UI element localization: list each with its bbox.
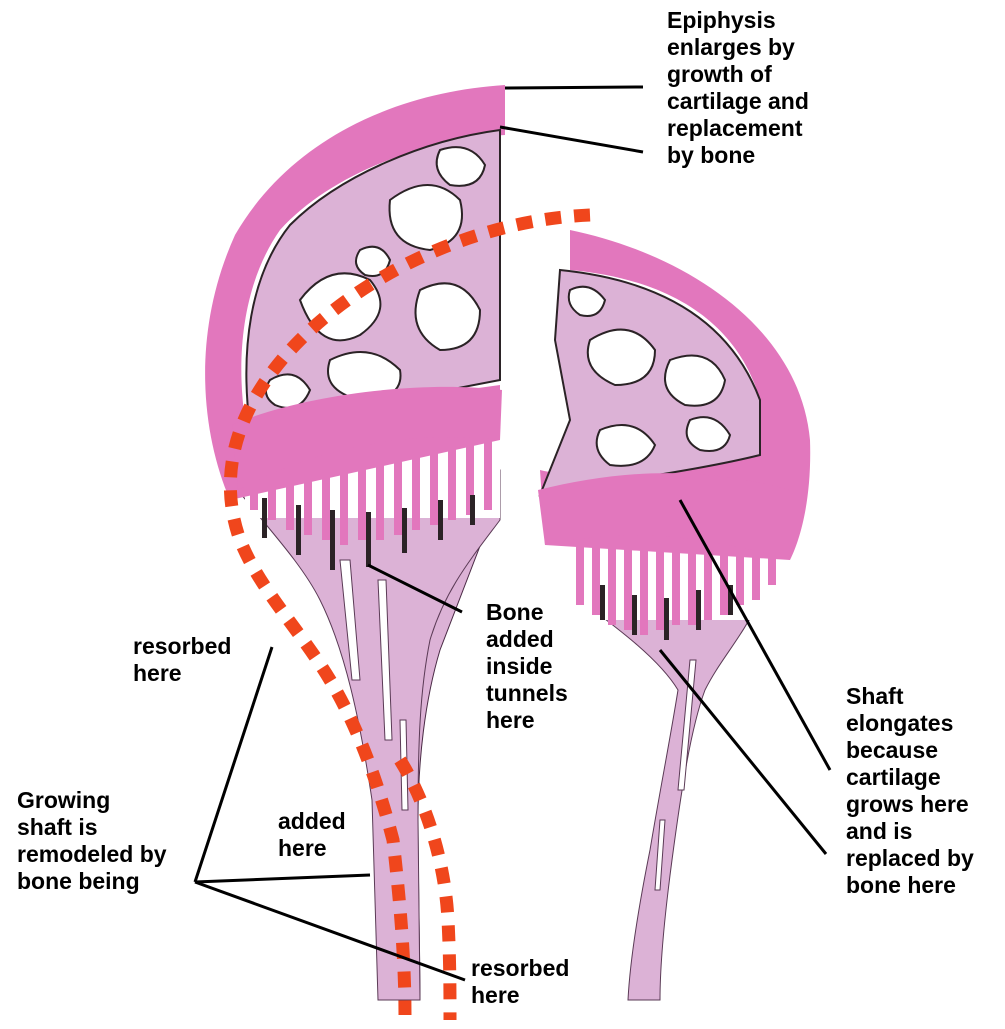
right-bone — [538, 230, 810, 1000]
left-metaphysis — [230, 470, 500, 1000]
label-shaft-elongates: Shaft elongates because cartilage grows … — [846, 683, 974, 899]
label-bone-added: Bone added inside tunnels here — [486, 599, 568, 734]
left-bone — [205, 85, 505, 1000]
label-added-here: added here — [278, 808, 346, 862]
label-resorbed-top: resorbed here — [133, 633, 231, 687]
leader-epiphysis-top — [505, 87, 643, 88]
leader-added — [195, 875, 370, 882]
label-growing-shaft: Growing shaft is remodeled by bone being — [17, 787, 167, 895]
leader-epiphysis-bottom — [500, 127, 643, 152]
label-epiphysis: Epiphysis enlarges by growth of cartilag… — [667, 7, 809, 169]
leader-resorbed-bottom — [195, 882, 465, 980]
label-resorbed-bottom: resorbed here — [471, 955, 569, 1009]
